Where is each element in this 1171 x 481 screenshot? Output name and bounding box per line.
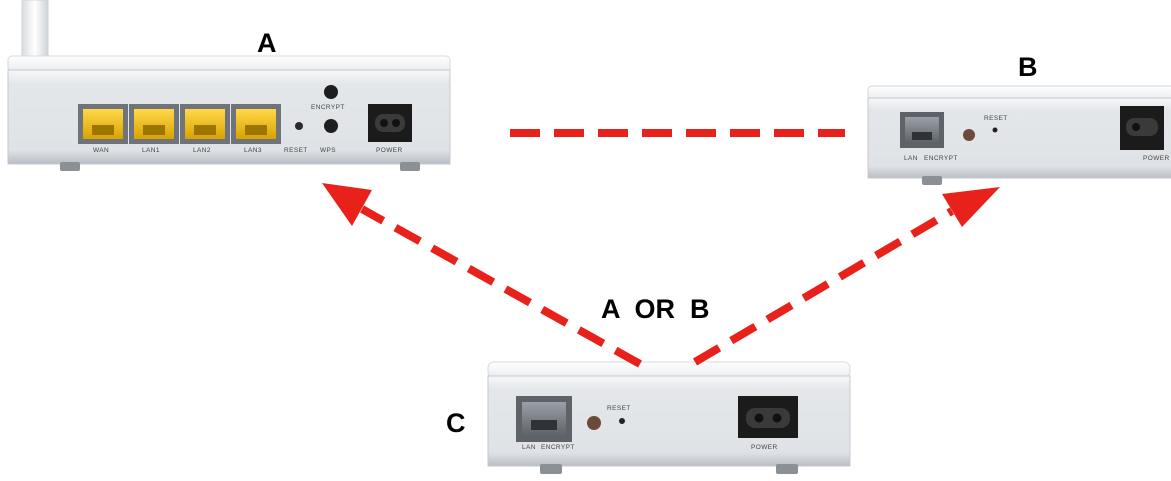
- device-b-power-socket-icon: [1120, 106, 1164, 150]
- router-a-power-label: POWER: [376, 147, 403, 154]
- router-a-foot: [60, 162, 80, 171]
- encrypt-button-icon: [324, 85, 338, 99]
- label-a: A: [257, 28, 277, 58]
- router-a-reset-label: RESET: [284, 147, 308, 154]
- port-wan: WAN: [78, 104, 128, 154]
- label-c: C: [446, 408, 466, 438]
- reset-hole-icon: [295, 122, 303, 130]
- arrowhead-to-a-icon: [322, 183, 372, 226]
- device-c-encrypt-label: ENCRYPT: [541, 444, 575, 451]
- device-b-encrypt-label: ENCRYPT: [924, 155, 958, 162]
- device-c: LAN ENCRYPT RESET POWER: [487, 361, 851, 474]
- router-a-foot: [400, 162, 420, 171]
- device-b-reset-label: RESET: [984, 115, 1008, 122]
- device-c-lan-port-icon: [516, 396, 572, 442]
- label-b: B: [1018, 52, 1038, 82]
- port-lan2: LAN2: [180, 104, 230, 154]
- port-lan3-label: LAN3: [244, 147, 262, 154]
- dashed-link-c-a: [360, 205, 642, 368]
- dashed-link-c-b: [692, 207, 955, 366]
- router-a-encrypt-label: ENCRYPT: [311, 104, 345, 111]
- device-c-lan-label: LAN: [522, 444, 536, 451]
- device-b-lan-port-icon: [900, 112, 944, 148]
- device-b-lan-label: LAN: [904, 155, 918, 162]
- port-lan2-label: LAN2: [193, 147, 211, 154]
- port-wan-label: WAN: [93, 147, 109, 154]
- power-socket-icon: [368, 104, 412, 142]
- device-b-foot: [922, 176, 942, 185]
- device-c-foot: [540, 464, 562, 474]
- device-c-reset-label: RESET: [607, 405, 631, 412]
- device-c-foot: [776, 464, 798, 474]
- device-c-power-label: POWER: [751, 444, 778, 451]
- router-a-wps-label: WPS: [320, 147, 336, 154]
- device-c-reset-hole-icon: [619, 418, 625, 424]
- device-b-encrypt-led-icon: [963, 129, 975, 141]
- device-b: LAN ENCRYPT RESET POWER: [867, 85, 1171, 185]
- router-a: WAN LAN1 LAN2 LAN3 RESET ENCRYPT WPS: [7, 0, 451, 171]
- device-b-power-label: POWER: [1143, 155, 1170, 162]
- port-lan1: LAN1: [129, 104, 179, 154]
- port-lan1-label: LAN1: [142, 147, 160, 154]
- arrowhead-to-b-icon: [942, 187, 1000, 227]
- device-c-encrypt-led-icon: [587, 416, 601, 430]
- wps-button-icon: [324, 119, 338, 133]
- label-a-or-b: A OR B: [601, 294, 710, 324]
- port-lan3: LAN3: [231, 104, 281, 154]
- device-c-power-socket-icon: [738, 396, 798, 438]
- device-b-reset-hole-icon: [992, 127, 998, 133]
